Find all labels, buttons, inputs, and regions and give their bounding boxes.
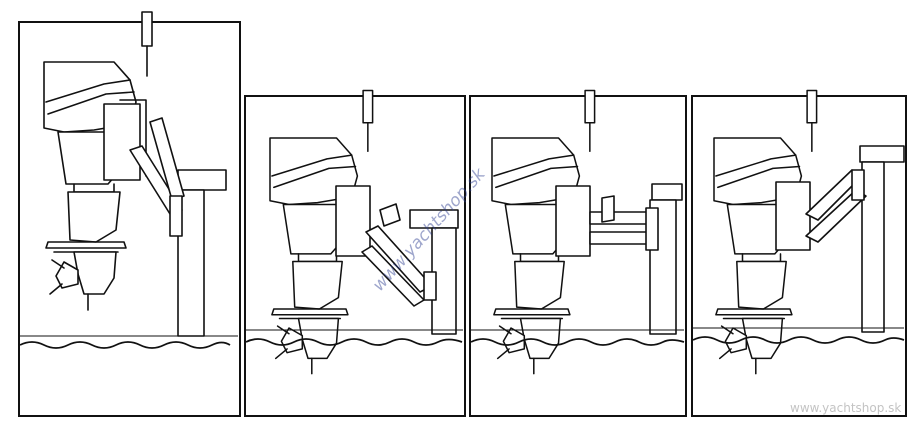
watermark-corner: www.yachtshop.sk	[790, 401, 901, 415]
panel-1-raised-vertical	[18, 11, 241, 417]
panel-4-raised-up-angle	[691, 89, 907, 417]
panel-2-lowered-down-angle	[244, 89, 466, 417]
panel-3-lowered-horizontal	[469, 89, 687, 417]
